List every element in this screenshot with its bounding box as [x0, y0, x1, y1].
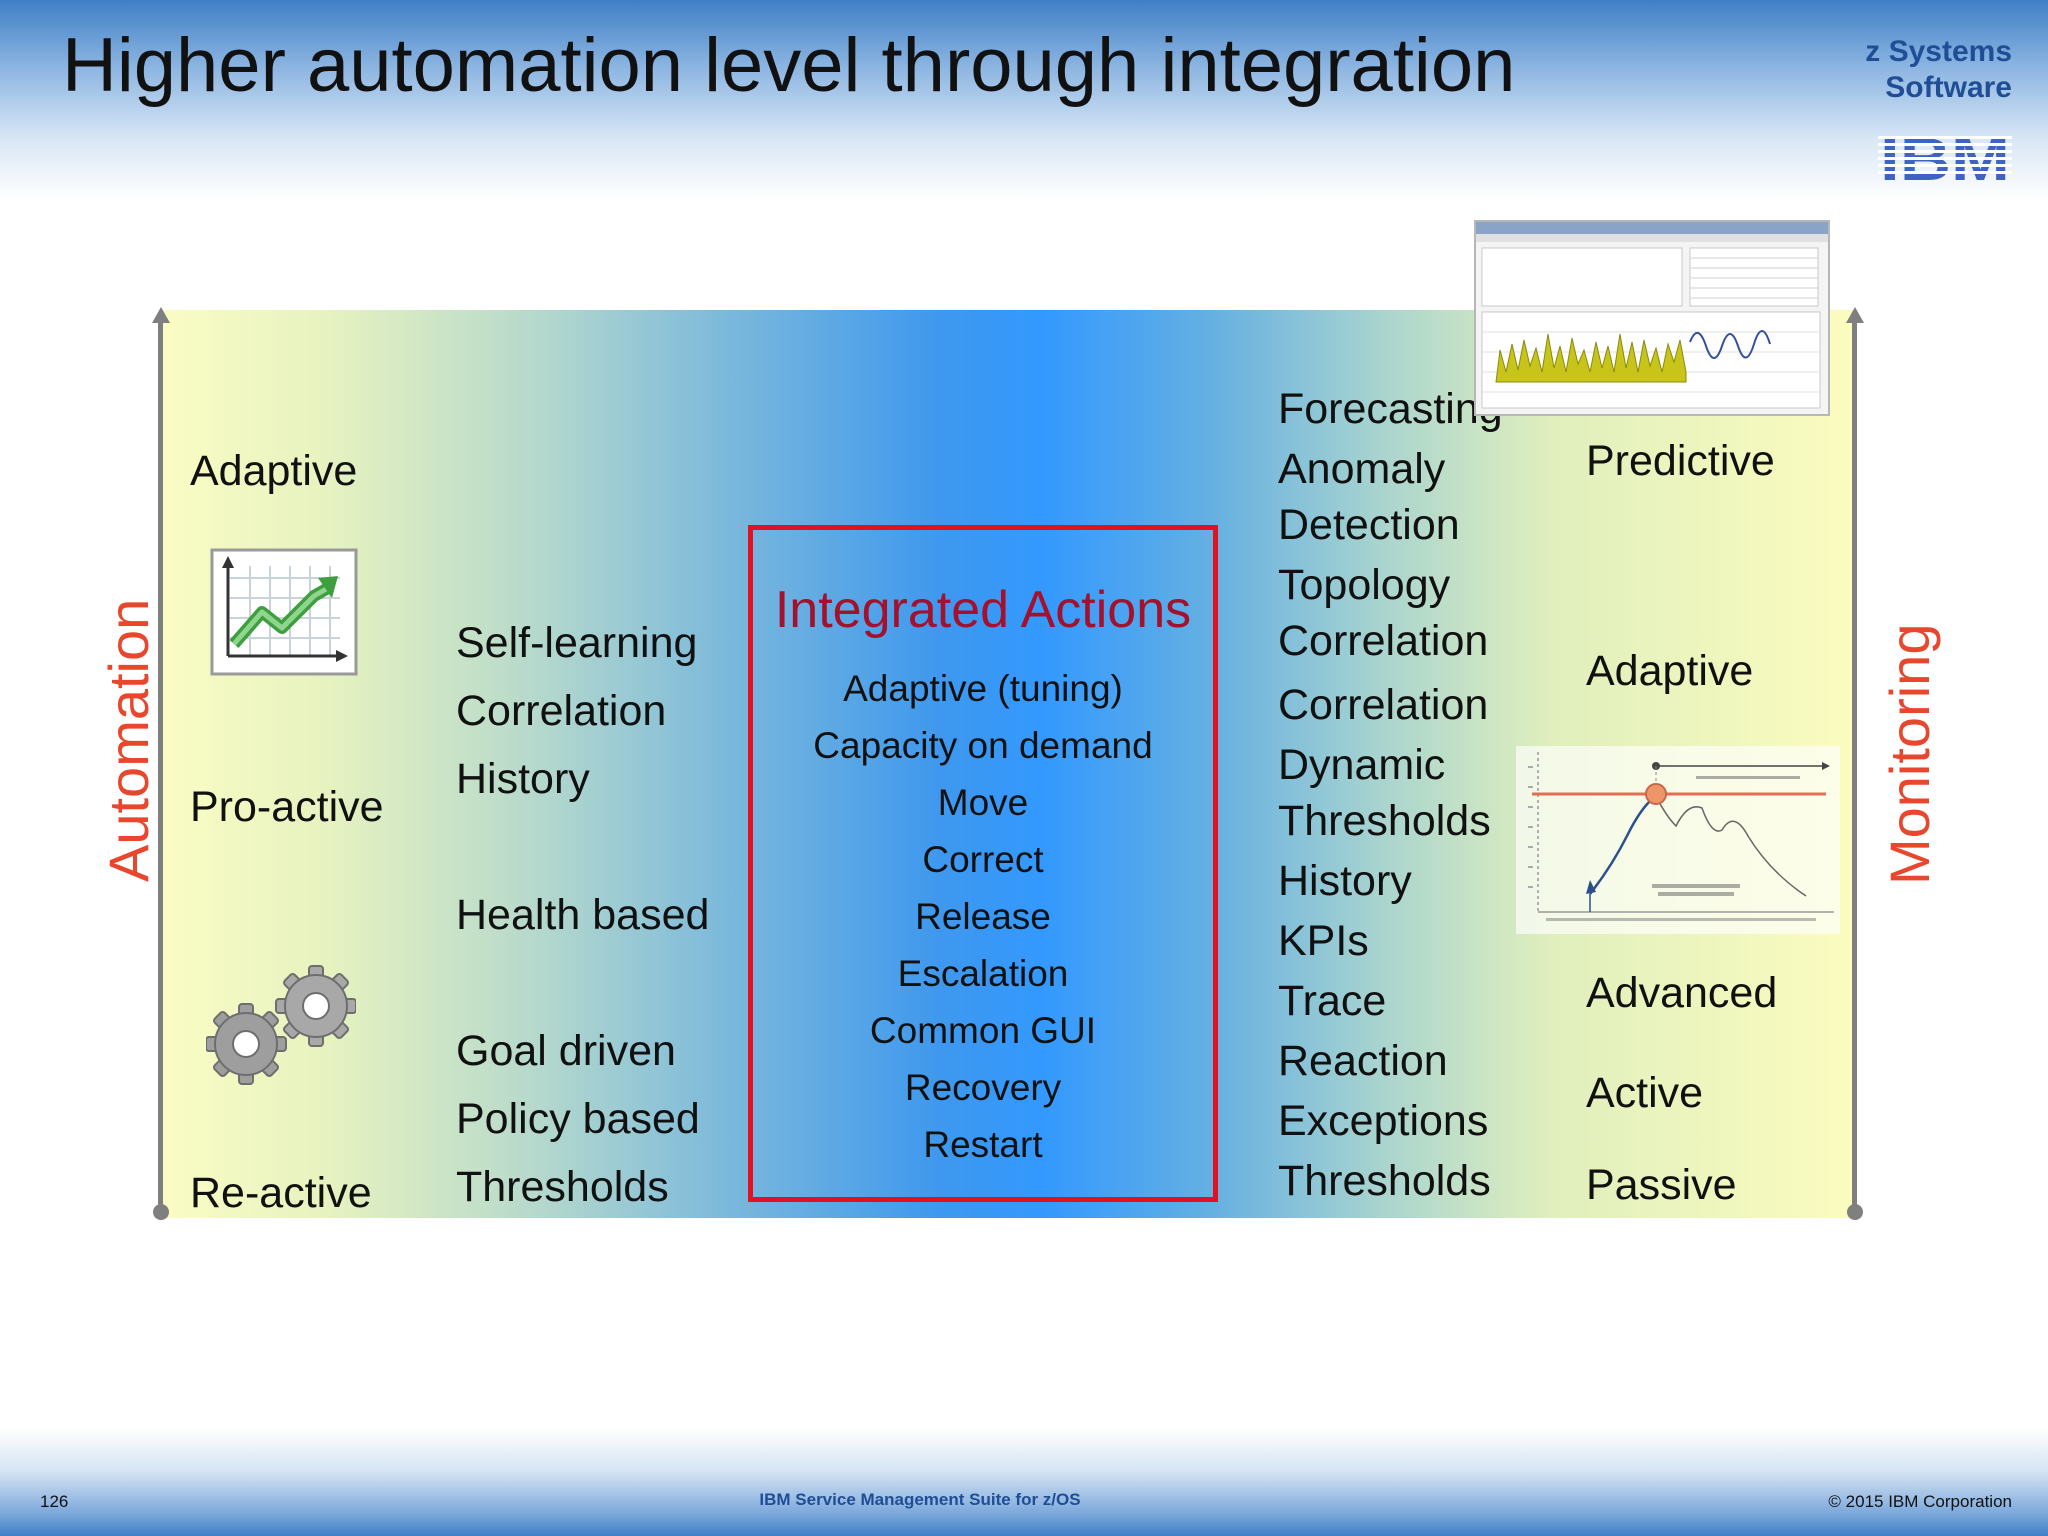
- monitoring-level-advanced: Advanced: [1586, 969, 1778, 1017]
- action-item: Move: [937, 782, 1029, 823]
- automation-feature-self-learning: Self-learning: [456, 619, 698, 667]
- action-item: Adaptive (tuning): [843, 668, 1123, 709]
- action-item: Release: [915, 896, 1051, 937]
- action-item: Escalation: [897, 953, 1069, 994]
- action-item: Recovery: [904, 1067, 1062, 1108]
- monitoring-feature-thresholds: Thresholds: [1278, 1157, 1491, 1205]
- monitoring-axis-arrow: [1846, 307, 1864, 323]
- monitoring-axis-origin: [1847, 1204, 1863, 1220]
- brand-line-2: Software: [1885, 71, 2012, 104]
- automation-level-adaptive: Adaptive: [190, 447, 358, 495]
- monitoring-level-active: Active: [1586, 1069, 1704, 1117]
- automation-feature-health-based: Health based: [456, 891, 710, 939]
- monitoring-feature-forecasting: Forecasting: [1278, 385, 1503, 433]
- monitoring-feature-trace: Trace: [1278, 977, 1387, 1025]
- page-number: 126: [40, 1492, 69, 1511]
- integrated-actions-title: Integrated Actions: [774, 581, 1192, 639]
- brand-line-1: z Systems: [1865, 35, 2012, 68]
- monitoring-feature-reaction: Reaction: [1278, 1037, 1448, 1085]
- monitoring-feature-dynamic: Dynamic: [1278, 741, 1446, 789]
- copyright-text: © 2015 IBM Corporation: [1828, 1492, 2012, 1511]
- trend-chart-icon: [210, 548, 358, 676]
- monitoring-feature-history: History: [1278, 857, 1412, 905]
- footer-band: [0, 1428, 2048, 1536]
- header-band: [0, 0, 2048, 200]
- monitoring-level-adaptive: Adaptive: [1586, 647, 1754, 695]
- integrated-actions-list: Adaptive (tuning) Capacity on demand Mov…: [753, 660, 1213, 1173]
- automation-feature-thresholds: Thresholds: [456, 1163, 669, 1211]
- slide-title: Higher automation level through integrat…: [62, 23, 1516, 108]
- footer-product-name: IBM Service Management Suite for z/OS: [759, 1490, 1081, 1509]
- automation-axis-arrow: [152, 307, 170, 323]
- forecast-screenshot-image: [1476, 222, 1828, 409]
- monitoring-feature-topology: Topology: [1278, 561, 1451, 609]
- action-item: Correct: [922, 839, 1044, 880]
- automation-level-proactive: Pro-active: [190, 783, 384, 831]
- monitoring-feature-kpis: KPIs: [1278, 917, 1369, 965]
- dynamic-threshold-graph-image: [1528, 752, 1834, 921]
- ibm-logo: IBM: [1878, 130, 2012, 184]
- monitoring-feature-detection: Detection: [1278, 501, 1460, 549]
- automation-feature-history: History: [456, 755, 590, 803]
- dynamic-threshold-graph: [1516, 746, 1840, 934]
- monitoring-feature-exceptions: Exceptions: [1278, 1097, 1489, 1145]
- monitoring-axis-line: [1852, 318, 1857, 1212]
- monitoring-axis-label: Monitoring: [1878, 623, 1941, 885]
- forecast-screenshot-thumbnail: [1474, 220, 1830, 416]
- automation-level-reactive: Re-active: [190, 1169, 372, 1217]
- automation-axis-label: Automation: [97, 598, 160, 882]
- action-item: Common GUI: [869, 1010, 1097, 1051]
- automation-axis-line: [158, 318, 163, 1212]
- action-item: Capacity on demand: [813, 725, 1153, 766]
- monitoring-feature-anomaly: Anomaly: [1278, 445, 1446, 493]
- gears-icon: [206, 965, 356, 1085]
- automation-feature-goal-driven: Goal driven: [456, 1027, 676, 1075]
- monitoring-level-predictive: Predictive: [1586, 437, 1775, 485]
- monitoring-level-passive: Passive: [1586, 1161, 1737, 1209]
- monitoring-feature-topology-correlation: Correlation: [1278, 617, 1489, 665]
- monitoring-feature-correlation: Correlation: [1278, 681, 1489, 729]
- integrated-actions-box: Integrated Actions Adaptive (tuning) Cap…: [748, 525, 1218, 1202]
- automation-axis-origin: [153, 1204, 169, 1220]
- automation-feature-correlation: Correlation: [456, 687, 667, 735]
- monitoring-feature-dynamic-thresholds: Thresholds: [1278, 797, 1491, 845]
- automation-feature-policy-based: Policy based: [456, 1095, 700, 1143]
- brand-text: z Systems Software: [1865, 34, 2012, 106]
- action-item: Restart: [923, 1124, 1043, 1165]
